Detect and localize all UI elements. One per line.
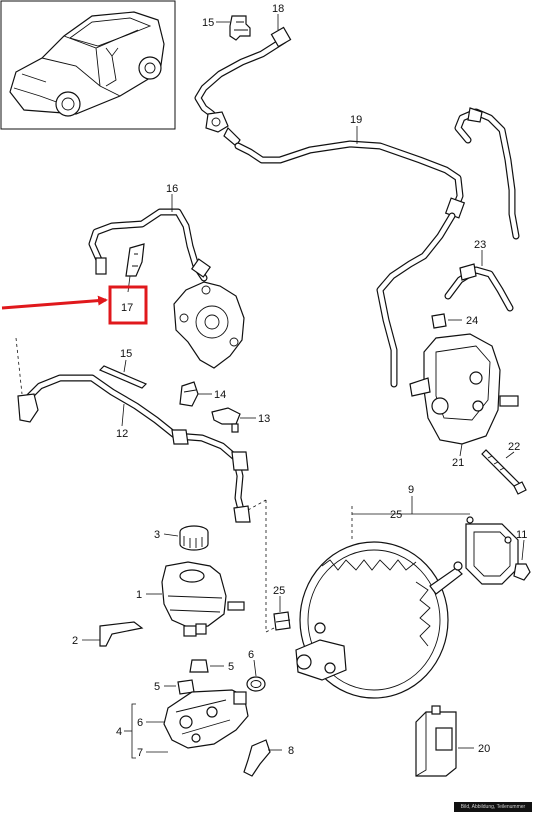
reservoir-cap-3: 3 [154,525,209,551]
bracket-17 [125,243,145,293]
brake-fluid-reservoir-1: 1 [136,561,245,637]
car-illustration [9,11,165,117]
label-23: 23 [474,239,486,251]
bracket-2: 2 [72,621,144,647]
hose-12: 12 [15,337,251,523]
master-cylinder [163,689,249,749]
label-5-upper: 5 [228,661,234,673]
nut-11: 11 [513,529,531,581]
label-6: 6 [248,649,254,661]
label-15-lower: 15 [120,348,132,360]
clip-15-top: 15 [202,15,251,41]
label-3: 3 [154,529,160,541]
label-25-right: 25 [390,509,402,521]
seal-ring-6: 6 [246,649,266,692]
grommet-5-lower: 5 [154,679,195,695]
label-8: 8 [288,745,294,757]
fitting-8: 8 [243,739,294,777]
pump-assembly-21: 21 [409,333,519,469]
vacuum-hose-right [454,107,520,240]
gasket-plate [465,516,519,585]
hose-16: 16 [88,183,212,282]
label-17: 17 [121,302,133,314]
hose-18: 18 [194,3,292,118]
label-6-group: 6 [137,717,143,729]
bolt-22: 22 [481,441,527,495]
footer-bar: Bild, Abbildung, Teilenummer [454,802,532,812]
label-22: 22 [508,441,520,453]
label-11: 11 [516,529,527,541]
label-9: 9 [408,484,414,496]
label-5-lower: 5 [154,681,160,693]
vacuum-pump [173,281,245,369]
clip-14: 14 [179,381,226,407]
highlight-arrow [1,295,108,310]
label-15: 15 [202,17,214,29]
label-16: 16 [166,183,178,195]
grommet-25-left: 25 [273,585,291,631]
label-7: 7 [137,747,143,759]
check-valve [205,111,241,147]
label-2: 2 [72,635,78,647]
label-1: 1 [136,589,142,601]
brake-fluid-can-20: 20 [415,705,490,777]
group-bracket-4: 4 6 7 [116,703,168,759]
grommet-5-upper: 5 [189,659,234,673]
label-24: 24 [466,315,478,327]
label-25-left: 25 [273,585,285,597]
label-21: 21 [452,457,464,469]
label-14: 14 [214,389,226,401]
label-20: 20 [478,743,490,755]
highlight-17: 17 [1,285,148,325]
fitting-24: 24 [431,313,478,329]
label-12: 12 [116,428,128,440]
hose-23: 23 [444,239,514,312]
sensor-13: 13 [211,407,270,433]
strip-15-lower: 15 [98,348,148,389]
label-13: 13 [258,413,270,425]
label-18: 18 [272,3,284,15]
label-4: 4 [116,726,122,738]
brake-booster-9: 9 25 [295,484,470,699]
label-19: 19 [350,114,362,126]
hose-19: 19 [234,114,466,388]
vehicle-thumbnail [0,0,176,130]
